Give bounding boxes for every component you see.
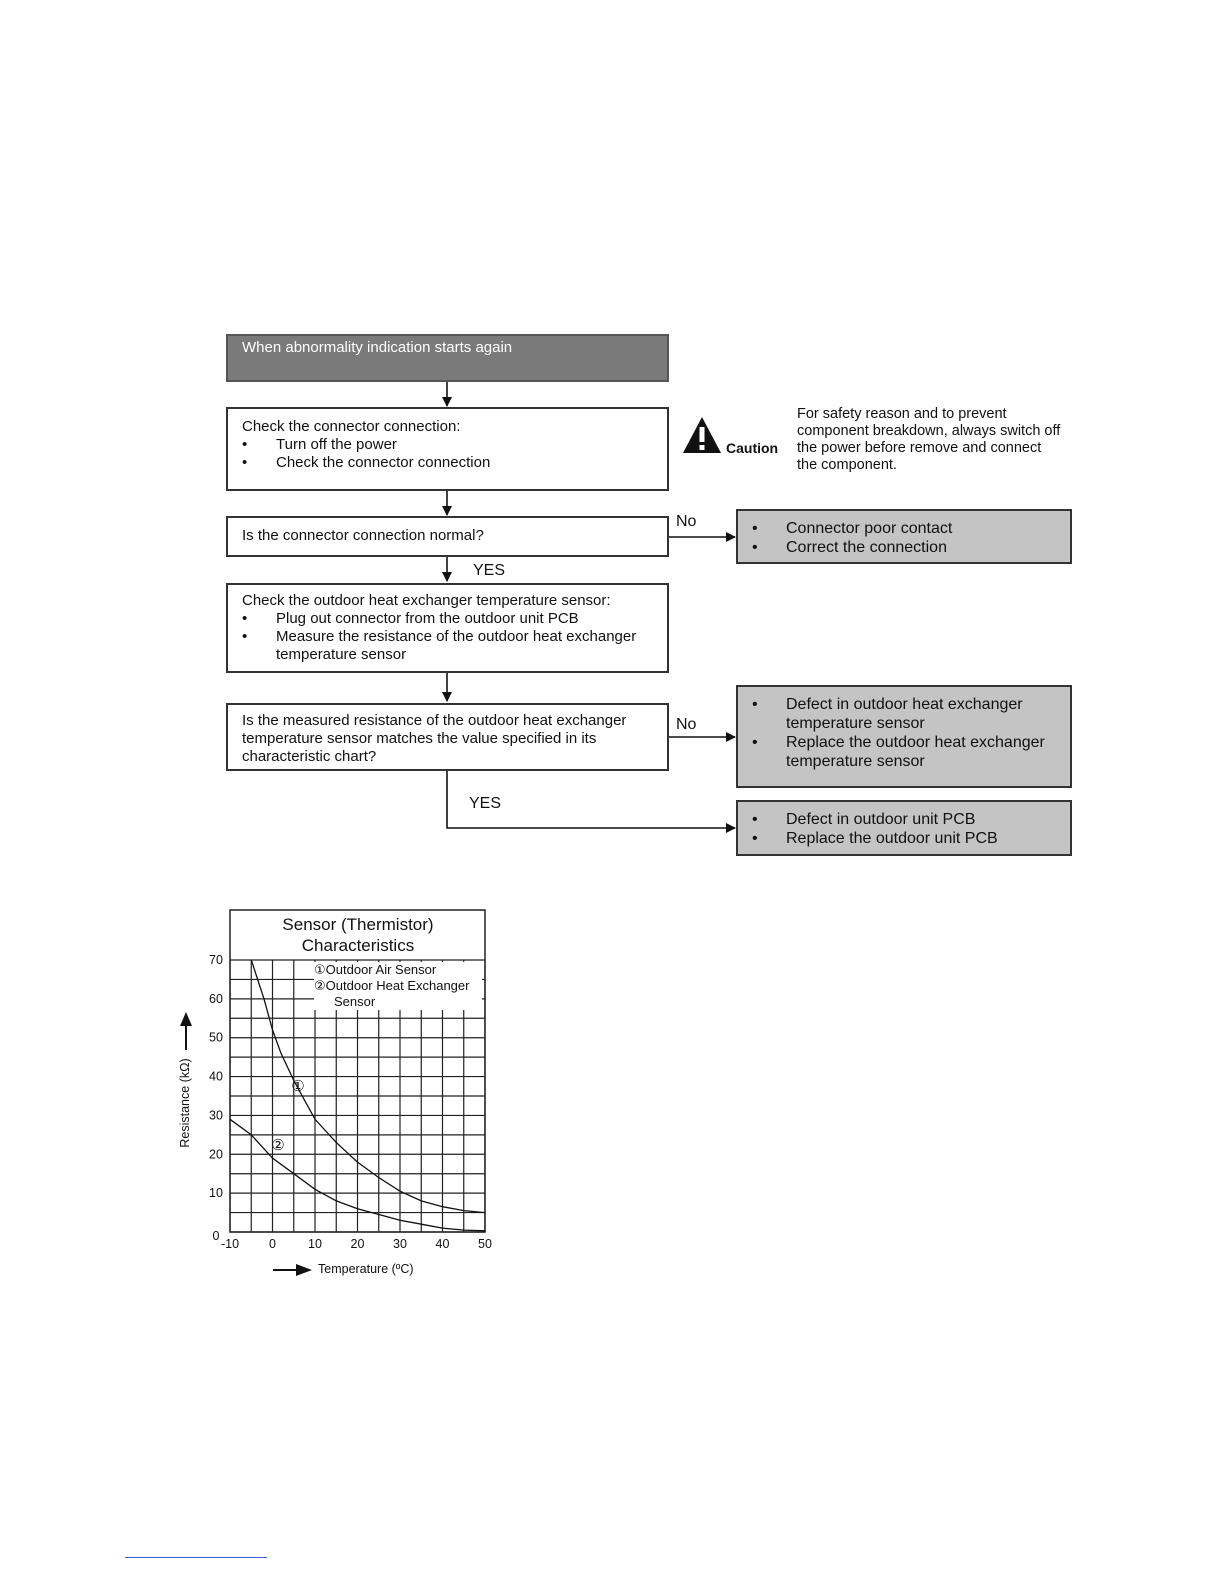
step-check-connector-item: Turn off the power [242, 436, 667, 454]
arrow-up-icon [180, 1012, 192, 1026]
warning-icon [683, 417, 721, 453]
legend-item-2: ②Outdoor Heat Exchanger [314, 978, 482, 994]
legend-marker-1: ① [314, 962, 326, 977]
x-tick-label: 20 [351, 1237, 365, 1251]
step-check-connector: Check the connector connection: Turn off… [226, 407, 669, 491]
legend-label-1: Outdoor Air Sensor [325, 962, 437, 977]
x-axis-label: Temperature (ºC) [318, 1262, 414, 1276]
caution-label: Caution [726, 440, 779, 456]
chart-title: Sensor (Thermistor) Characteristics [282, 915, 434, 955]
step-check-connector-title: Check the connector connection: [242, 418, 461, 435]
result-item: Correct the connection [752, 538, 1070, 557]
series-line-2 [229, 1118, 486, 1232]
step-check-sensor-item: Measure the resistance of the outdoor he… [242, 628, 667, 664]
result-item: Replace the outdoor unit PCB [752, 829, 1070, 848]
x-tick-label: 50 [478, 1237, 492, 1251]
series-line-1 [250, 959, 486, 1214]
y-tick-label: 40 [209, 1070, 223, 1084]
step-check-connector-item: Check the connector connection [242, 454, 667, 472]
legend-marker-2: ② [314, 978, 326, 993]
start-box: When abnormality indication starts again [226, 334, 669, 382]
result-defect-sensor: Defect in outdoor heat exchanger tempera… [736, 685, 1072, 788]
x-tick-label: 10 [308, 1237, 322, 1251]
question-resistance-matches-text: Is the measured resistance of the outdoo… [242, 712, 627, 765]
step-check-sensor-item: Plug out connector from the outdoor unit… [242, 610, 667, 628]
step-check-sensor: Check the outdoor heat exchanger tempera… [226, 583, 669, 673]
question-connector-normal: Is the connector connection normal? [226, 516, 669, 557]
y-tick-label: 20 [209, 1147, 223, 1161]
y-tick-label: 10 [209, 1186, 223, 1200]
q1-yes-label: YES [473, 562, 506, 579]
arrow-q2-yes [446, 771, 736, 833]
question-resistance-matches: Is the measured resistance of the outdoo… [226, 703, 669, 771]
result-defect-pcb: Defect in outdoor unit PCB Replace the o… [736, 800, 1072, 856]
result-item: Replace the outdoor heat exchanger tempe… [752, 733, 1050, 771]
result-connector-poor-contact: Connector poor contact Correct the conne… [736, 509, 1072, 564]
y-tick-label: 0 [213, 1229, 220, 1243]
start-text: When abnormality indication starts again [242, 339, 513, 356]
legend-label-2: Outdoor Heat Exchanger [325, 978, 470, 993]
footer-rule [125, 1557, 267, 1558]
y-axis-label: Resistance (kΩ) [178, 1038, 192, 1168]
q2-yes-label: YES [469, 795, 502, 812]
y-tick-label: 60 [209, 992, 223, 1006]
step-check-sensor-title: Check the outdoor heat exchanger tempera… [242, 592, 611, 609]
result-item: Connector poor contact [752, 519, 1070, 538]
x-tick-label: 0 [269, 1237, 276, 1251]
x-tick-label: 30 [393, 1237, 407, 1251]
caution-text: For safety reason and to prevent compone… [797, 406, 1061, 473]
q2-no-label: No [676, 716, 697, 733]
legend-item-1: ①Outdoor Air Sensor [314, 962, 482, 978]
q1-no-label: No [676, 513, 697, 530]
x-tick-label: -10 [221, 1237, 239, 1251]
y-axis-label-text: Resistance (kΩ) [178, 1058, 192, 1148]
arrow-right-icon [296, 1264, 312, 1276]
series-marker-1: ① [291, 1077, 304, 1095]
result-item: Defect in outdoor heat exchanger tempera… [752, 695, 1050, 733]
y-tick-label: 70 [209, 953, 223, 967]
result-item: Defect in outdoor unit PCB [752, 810, 1070, 829]
chart-legend: ①Outdoor Air Sensor ②Outdoor Heat Exchan… [314, 962, 482, 1010]
caution-badge: Caution [682, 415, 782, 459]
legend-item-2-cont: Sensor [334, 994, 376, 1009]
y-tick-label: 50 [209, 1031, 223, 1045]
x-tick-label: 40 [436, 1237, 450, 1251]
series-marker-2: ② [271, 1136, 284, 1154]
y-tick-label: 30 [209, 1108, 223, 1122]
question-connector-normal-text: Is the connector connection normal? [242, 527, 484, 544]
